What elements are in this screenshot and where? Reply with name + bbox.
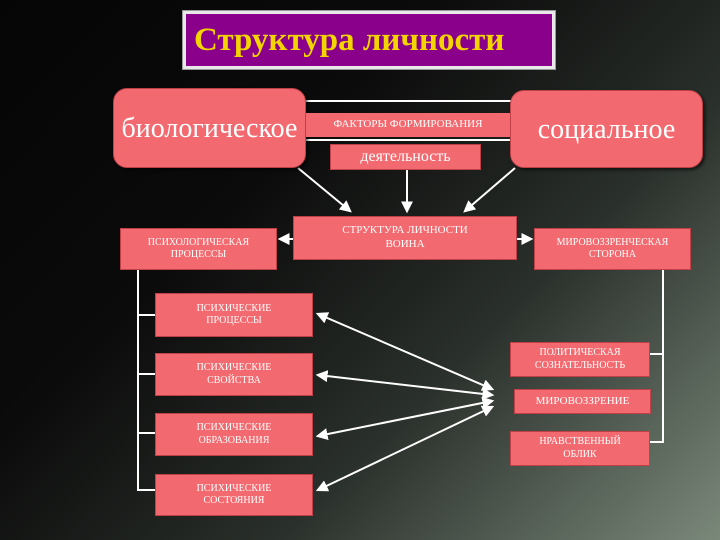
left-item-4: ПСИХИЧЕСКИЕ СОСТОЯНИЯ xyxy=(155,474,313,516)
psychological-head-box: ПСИХОЛОГИЧЕСКАЯ ПРОЦЕССЫ xyxy=(120,228,277,270)
psychological-head-label: ПСИХОЛОГИЧЕСКАЯ ПРОЦЕССЫ xyxy=(147,236,250,261)
worldview-head-box: МИРОВОЗЗРЕНЧЕСКАЯ СТОРОНА xyxy=(534,228,691,270)
right-item-label: НРАВСТВЕННЫЙ ОБЛИК xyxy=(539,436,621,460)
page-title: Структура личности xyxy=(194,21,505,58)
left-item-label: ПСИХИЧЕСКИЕ СОСТОЯНИЯ xyxy=(196,482,272,507)
activity-label: деятельность xyxy=(360,148,451,165)
left-item-label: ПСИХИЧЕСКИЕ СВОЙСТВА xyxy=(196,362,272,386)
right-item-2: МИРОВОЗЗРЕНИЕ xyxy=(514,389,651,414)
title-banner: Структура личности xyxy=(182,10,556,70)
right-item-1: ПОЛИТИЧЕСКАЯ СОЗНАТЕЛЬНОСТЬ xyxy=(510,342,650,377)
left-item-1: ПСИХИЧЕСКИЕ ПРОЦЕССЫ xyxy=(155,293,313,337)
center-structure-box: СТРУКТУРА ЛИЧНОСТИ ВОИНА xyxy=(293,216,517,260)
social-label: социальное xyxy=(537,113,676,145)
activity-box: деятельность xyxy=(330,144,481,170)
left-item-2: ПСИХИЧЕСКИЕ СВОЙСТВА xyxy=(155,353,313,396)
center-structure-label: СТРУКТУРА ЛИЧНОСТИ ВОИНА xyxy=(342,224,468,250)
factors-label-box: ФАКТОРЫ ФОРМИРОВАНИЯ xyxy=(306,113,510,137)
factors-label: ФАКТОРЫ ФОРМИРОВАНИЯ xyxy=(333,118,483,131)
right-item-3: НРАВСТВЕННЫЙ ОБЛИК xyxy=(510,431,650,466)
right-item-label: МИРОВОЗЗРЕНИЕ xyxy=(535,394,630,407)
left-item-3: ПСИХИЧЕСКИЕ ОБРАЗОВАНИЯ xyxy=(155,413,313,456)
social-factor-box: социальное xyxy=(510,90,703,168)
biological-factor-box: биологическое xyxy=(113,88,306,168)
biological-label: биологическое xyxy=(121,112,298,144)
left-item-label: ПСИХИЧЕСКИЕ ПРОЦЕССЫ xyxy=(196,302,272,327)
worldview-head-label: МИРОВОЗЗРЕНЧЕСКАЯ СТОРОНА xyxy=(556,236,669,261)
right-item-label: ПОЛИТИЧЕСКАЯ СОЗНАТЕЛЬНОСТЬ xyxy=(534,347,626,371)
left-item-label: ПСИХИЧЕСКИЕ ОБРАЗОВАНИЯ xyxy=(196,422,272,446)
